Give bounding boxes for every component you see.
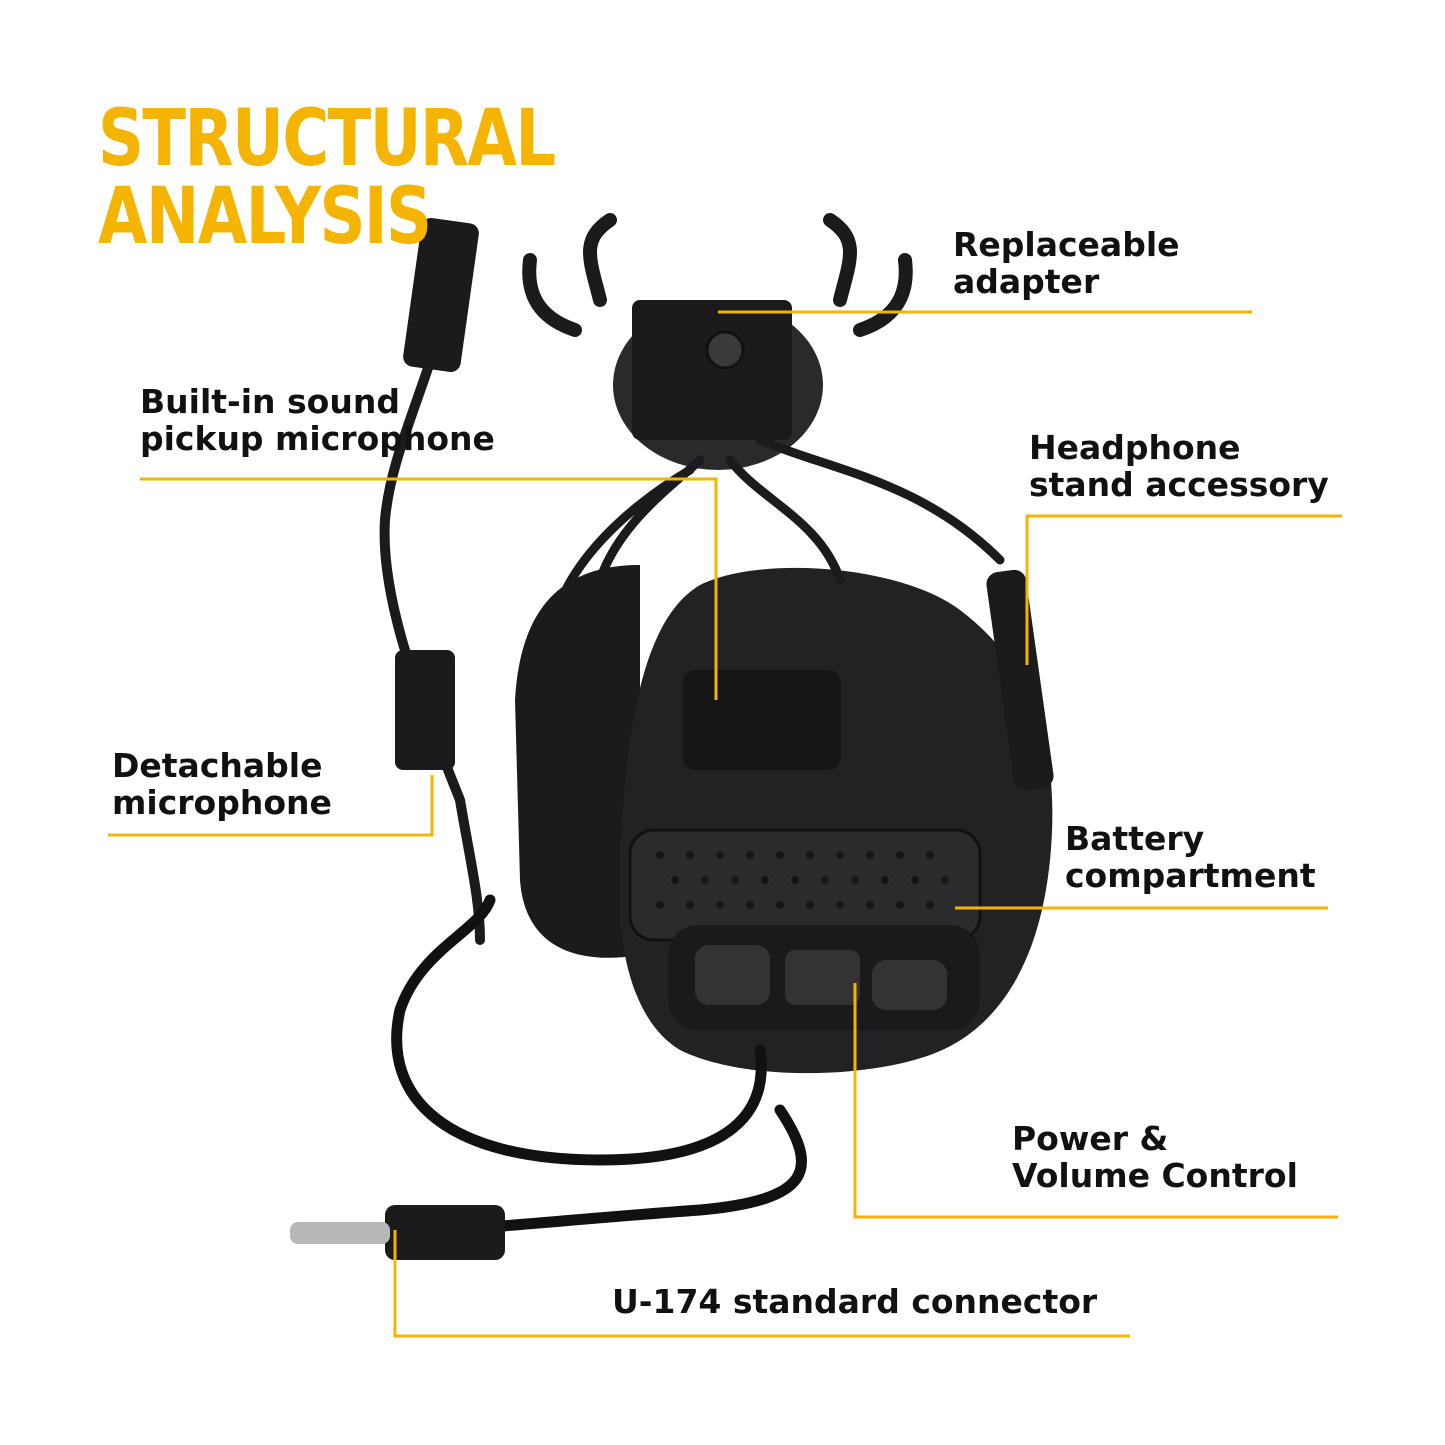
volume-up-button (695, 945, 770, 1005)
u174-plug-body (385, 1205, 505, 1260)
battery-grip-dots (656, 851, 949, 909)
u174-plug-pin (290, 1222, 390, 1244)
stand-accessory (986, 569, 1054, 791)
label-detachable-microphone-line-2: microphone (112, 783, 332, 822)
callout-detachable-mic (108, 775, 434, 837)
callout-connector (393, 1230, 1130, 1338)
label-power-volume-control-line-1: Power & (1012, 1119, 1169, 1158)
mic-capsule (403, 217, 479, 373)
adapter-rail (632, 300, 792, 440)
label-battery-compartment-line-1: Battery (1065, 819, 1205, 858)
label-adapter: Replaceable adapter (953, 226, 1180, 300)
label-power-volume-control: Power & Volume Control (1012, 1120, 1298, 1194)
label-battery-compartment-line-2: compartment (1065, 856, 1316, 895)
headband-arms (545, 435, 1005, 645)
battery-compartment (628, 828, 982, 942)
label-builtin-microphone-line-1: Built-in sound (140, 382, 400, 421)
label-detachable-microphone: Detachable microphone (112, 747, 332, 821)
label-adapter-line-2: adapter (953, 262, 1100, 301)
label-stand-accessory-line-2: stand accessory (1029, 465, 1329, 504)
label-adapter-line-1: Replaceable (953, 225, 1180, 264)
power-button (785, 950, 860, 1005)
volume-down-button (872, 960, 947, 1010)
label-stand-accessory: Headphone stand accessory (1029, 429, 1329, 503)
label-detachable-microphone-line-1: Detachable (112, 746, 323, 785)
callout-builtin-mic (140, 477, 718, 700)
label-builtin-microphone-line-2: pickup microphone (140, 419, 495, 458)
velcro-patch (683, 670, 841, 770)
title-line-1: STRUCTURAL (98, 94, 556, 184)
callout-power-volume (853, 983, 1338, 1219)
page-title: STRUCTURAL ANALYSIS (98, 94, 556, 262)
adapter-screw (705, 330, 745, 370)
callout-lines (108, 310, 1342, 1338)
boom-microphone (379, 325, 485, 945)
label-builtin-microphone: Built-in sound pickup microphone (140, 383, 495, 457)
label-u174-connector-line-1: U-174 standard connector (612, 1282, 1098, 1321)
label-u174-connector: U-174 standard connector (612, 1283, 1097, 1320)
adapter-claws (522, 213, 913, 337)
label-stand-accessory-line-1: Headphone (1029, 428, 1241, 467)
label-power-volume-control-line-2: Volume Control (1012, 1156, 1298, 1195)
title-line-2: ANALYSIS (98, 172, 432, 262)
rear-earcup (515, 565, 640, 958)
label-battery-compartment: Battery compartment (1065, 820, 1316, 894)
mic-connector (395, 650, 455, 770)
callout-stand (1025, 514, 1342, 665)
